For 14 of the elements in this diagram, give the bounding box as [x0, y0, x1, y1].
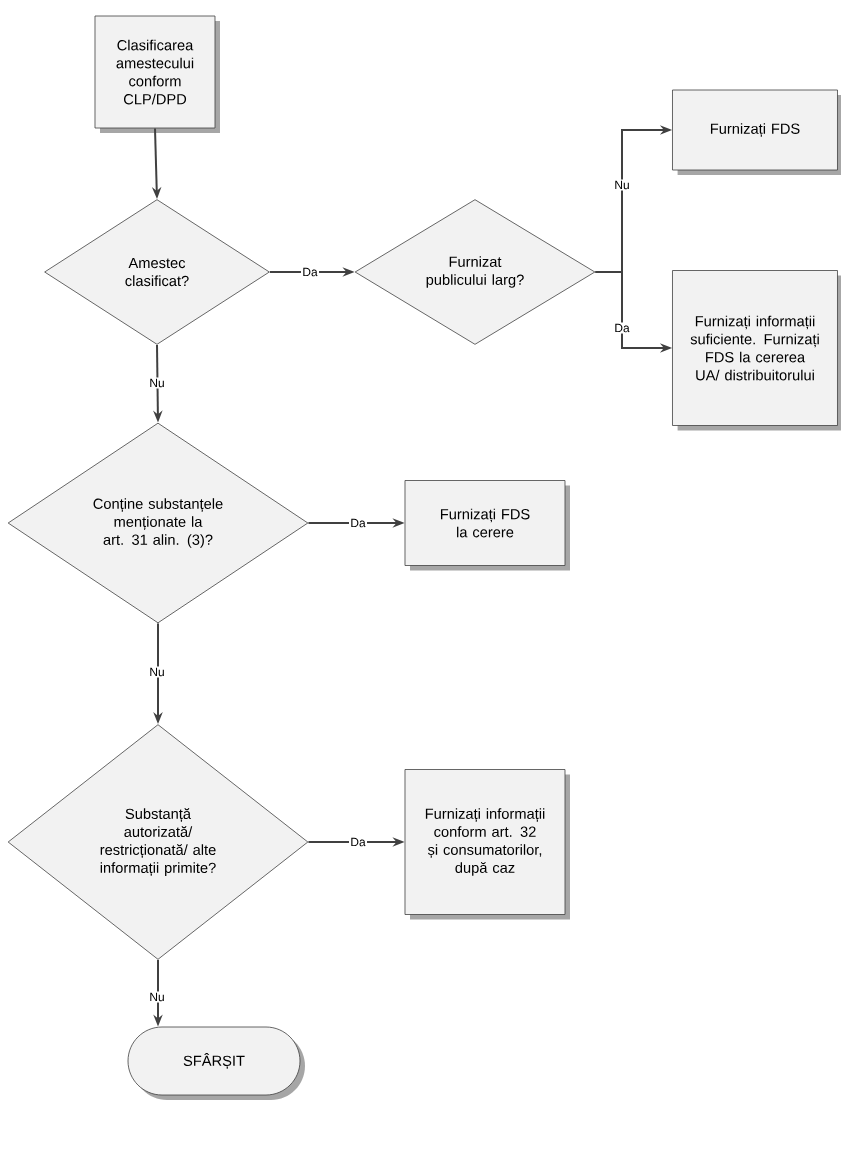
edge-label: Nu [148, 991, 166, 1003]
edge-label: Da [301, 266, 319, 278]
process-box: Clasificarea amestecului conform CLP/DPD [94, 15, 220, 133]
edge-label: Nu [613, 179, 631, 191]
edge-label: Da [613, 322, 631, 334]
edge-label: Da [349, 517, 367, 529]
edge-label: Da [349, 836, 367, 848]
process-box: Furnizați informații suficiente. Furnizați FDS la cererea UA/ distribuitorului [672, 270, 841, 431]
edge-label: Nu [148, 377, 166, 389]
edge-label: Nu [148, 666, 166, 678]
process-box: Furnizați informații conform art. 32 și consumatorilor, după caz [404, 769, 570, 920]
terminal-box: SFÂRȘIT [127, 1026, 305, 1100]
process-box: Furnizați FDS la cerere [404, 480, 570, 571]
process-box: Furnizați FDS [672, 89, 841, 175]
